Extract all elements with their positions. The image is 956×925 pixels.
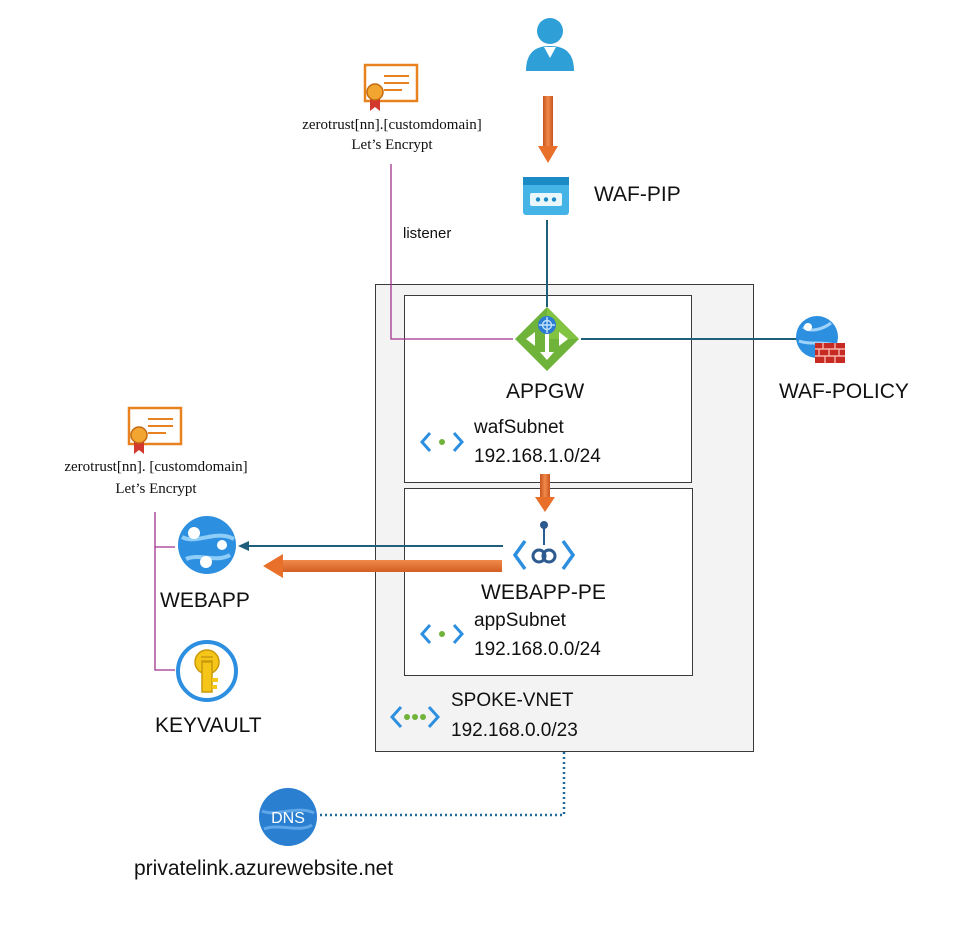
webapp-pe-label: WEBAPP-PE bbox=[481, 581, 606, 604]
appgw-to-pe-arrow bbox=[535, 474, 555, 512]
web-app-icon bbox=[178, 516, 236, 574]
pe-webapp-arrowhead bbox=[238, 541, 249, 551]
keyvault-cert-line bbox=[154, 547, 175, 671]
webapp-cert-line bbox=[154, 512, 175, 548]
waf-policy-icon bbox=[796, 316, 845, 363]
certificate-icon bbox=[127, 406, 183, 454]
waf-subnet-name: wafSubnet bbox=[474, 417, 564, 438]
appgw-label: APPGW bbox=[506, 380, 585, 403]
cert-left-issuer: Let’s Encrypt bbox=[115, 481, 197, 497]
cert-top-issuer: Let’s Encrypt bbox=[351, 137, 433, 153]
dns-zone-label: privatelink.azurewebsite.net bbox=[134, 857, 394, 880]
public-ip-icon bbox=[523, 177, 569, 215]
keyvault-label: KEYVAULT bbox=[155, 714, 262, 737]
waf-subnet-cidr: 192.168.1.0/24 bbox=[474, 446, 601, 467]
key-vault-icon bbox=[176, 640, 238, 702]
cert-left-domain: zerotrust[nn]. [customdomain] bbox=[64, 459, 248, 475]
subnet-icon bbox=[420, 432, 464, 452]
subnet-icon bbox=[420, 624, 464, 644]
vnet-icon bbox=[390, 705, 440, 729]
cert-top-domain: zerotrust[nn].[customdomain] bbox=[302, 117, 482, 133]
app-subnet-name: appSubnet bbox=[474, 610, 566, 631]
dns-badge: DNS bbox=[271, 810, 305, 827]
app-subnet-cidr: 192.168.0.0/24 bbox=[474, 639, 601, 660]
certificate-icon bbox=[363, 63, 419, 111]
app-subnet-box bbox=[404, 488, 693, 676]
user-icon bbox=[526, 18, 574, 71]
dns-link-line bbox=[318, 752, 566, 817]
webapp-label: WEBAPP bbox=[160, 589, 250, 612]
waf-policy-label: WAF-POLICY bbox=[779, 380, 909, 403]
application-gateway-icon bbox=[515, 307, 579, 371]
user-to-pip-arrow bbox=[538, 96, 558, 163]
dns-zone-icon: DNS bbox=[259, 788, 317, 846]
private-endpoint-icon bbox=[513, 521, 575, 571]
waf-pip-label: WAF-PIP bbox=[594, 183, 681, 206]
listener-line bbox=[390, 164, 513, 340]
spoke-vnet-name: SPOKE-VNET bbox=[451, 690, 574, 711]
spoke-vnet-cidr: 192.168.0.0/23 bbox=[451, 720, 578, 741]
traffic-to-webapp-arrow bbox=[263, 554, 502, 578]
listener-label: listener bbox=[403, 225, 452, 242]
